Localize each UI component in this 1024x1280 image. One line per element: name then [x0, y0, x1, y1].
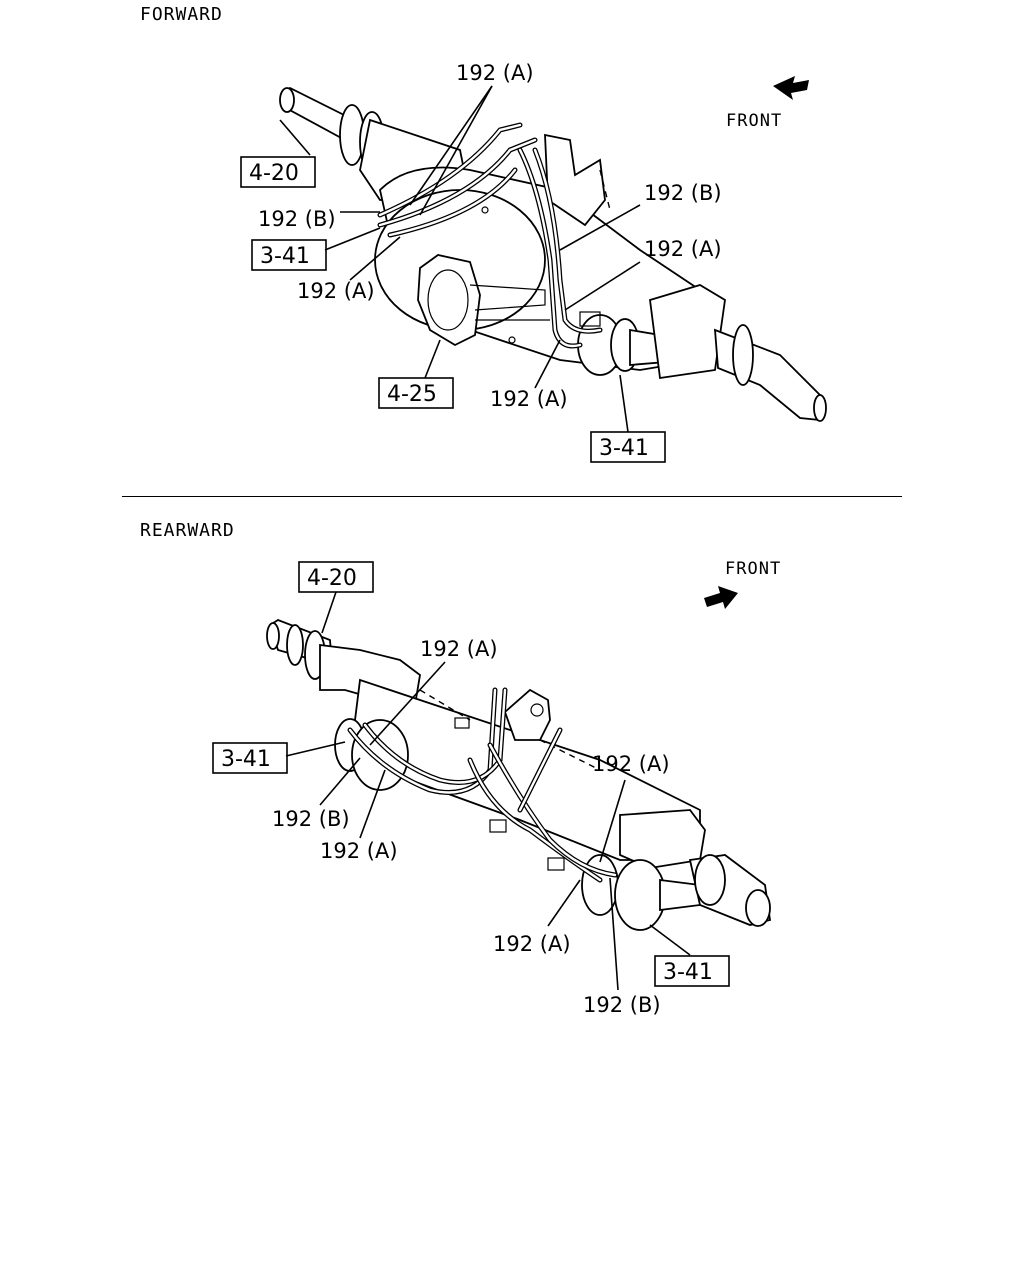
forward-callout-top-192a: 192 (A)	[456, 61, 534, 85]
svg-text:3-41: 3-41	[663, 960, 713, 985]
rearward-ref-box-3-41-left[interactable]: 3-41	[212, 742, 288, 774]
forward-front-arrow-icon	[773, 76, 809, 100]
forward-axle-drawing	[279, 86, 827, 422]
rearward-callout-left-192a: 192 (A)	[320, 839, 398, 863]
forward-section-title: FORWARD	[140, 4, 223, 25]
rearward-callout-bottom-192b: 192 (B)	[583, 993, 661, 1017]
svg-text:3-41: 3-41	[221, 747, 271, 772]
rearward-callout-bottom-192a: 192 (A)	[493, 932, 571, 956]
rearward-callout-left-192b: 192 (B)	[272, 807, 350, 831]
rearward-front-label: FRONT	[725, 559, 781, 579]
svg-text:4-25: 4-25	[387, 382, 437, 407]
rearward-callout-right-192a: 192 (A)	[592, 752, 670, 776]
svg-text:4-20: 4-20	[307, 566, 357, 591]
svg-text:3-41: 3-41	[260, 244, 310, 269]
forward-ref-box-4-20[interactable]: 4-20	[240, 156, 316, 188]
forward-ref-box-4-25[interactable]: 4-25	[378, 377, 454, 409]
forward-leader-lines	[279, 85, 641, 433]
forward-front-label: FRONT	[726, 111, 782, 131]
forward-callout-right-192b: 192 (B)	[644, 181, 722, 205]
rearward-ref-box-4-20[interactable]: 4-20	[298, 561, 374, 593]
forward-callout-right-192a: 192 (A)	[644, 237, 722, 261]
forward-ref-box-3-41-right[interactable]: 3-41	[590, 431, 666, 463]
rearward-ref-box-3-41-right[interactable]: 3-41	[654, 955, 730, 987]
forward-ref-box-3-41-left[interactable]: 3-41	[251, 239, 327, 271]
section-divider	[122, 496, 902, 497]
rearward-section-title: REARWARD	[140, 520, 235, 541]
svg-text:4-20: 4-20	[249, 161, 299, 186]
rearward-axle-drawing	[266, 618, 772, 931]
svg-text:3-41: 3-41	[599, 436, 649, 461]
forward-callout-left-192a: 192 (A)	[297, 279, 375, 303]
rearward-front-arrow-icon	[704, 586, 738, 609]
forward-callout-left-192b: 192 (B)	[258, 207, 336, 231]
forward-callout-bottom-192a: 192 (A)	[490, 387, 568, 411]
rearward-leader-lines	[285, 591, 691, 991]
rearward-callout-top-192a: 192 (A)	[420, 637, 498, 661]
